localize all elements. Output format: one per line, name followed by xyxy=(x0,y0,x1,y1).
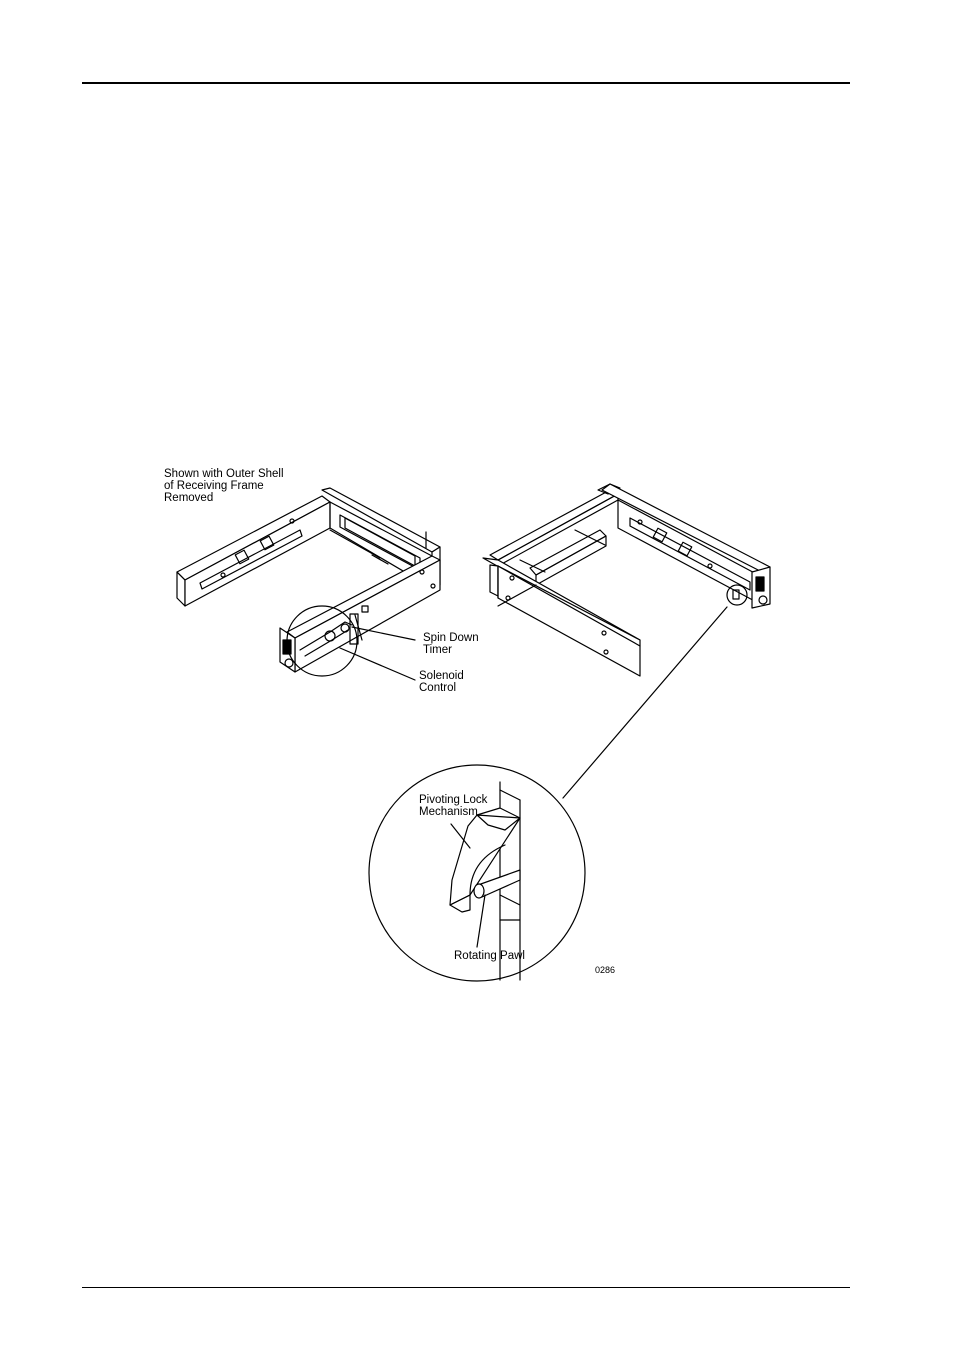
caption-shell-removed: Shown with Outer Shell of Receiving Fram… xyxy=(164,468,284,504)
footer-rule xyxy=(82,1287,850,1288)
right-carrier-drawing xyxy=(483,484,770,798)
callout-pivoting-lock: Pivoting Lock Mechanism xyxy=(419,794,487,818)
figure-number: 0286 xyxy=(595,964,615,976)
callout-rotating-pawl: Rotating Pawl xyxy=(454,950,525,962)
callout-solenoid-control: Solenoid Control xyxy=(419,670,464,694)
left-carrier-drawing xyxy=(177,488,440,680)
callout-spin-down-timer: Spin Down Timer xyxy=(423,632,479,656)
